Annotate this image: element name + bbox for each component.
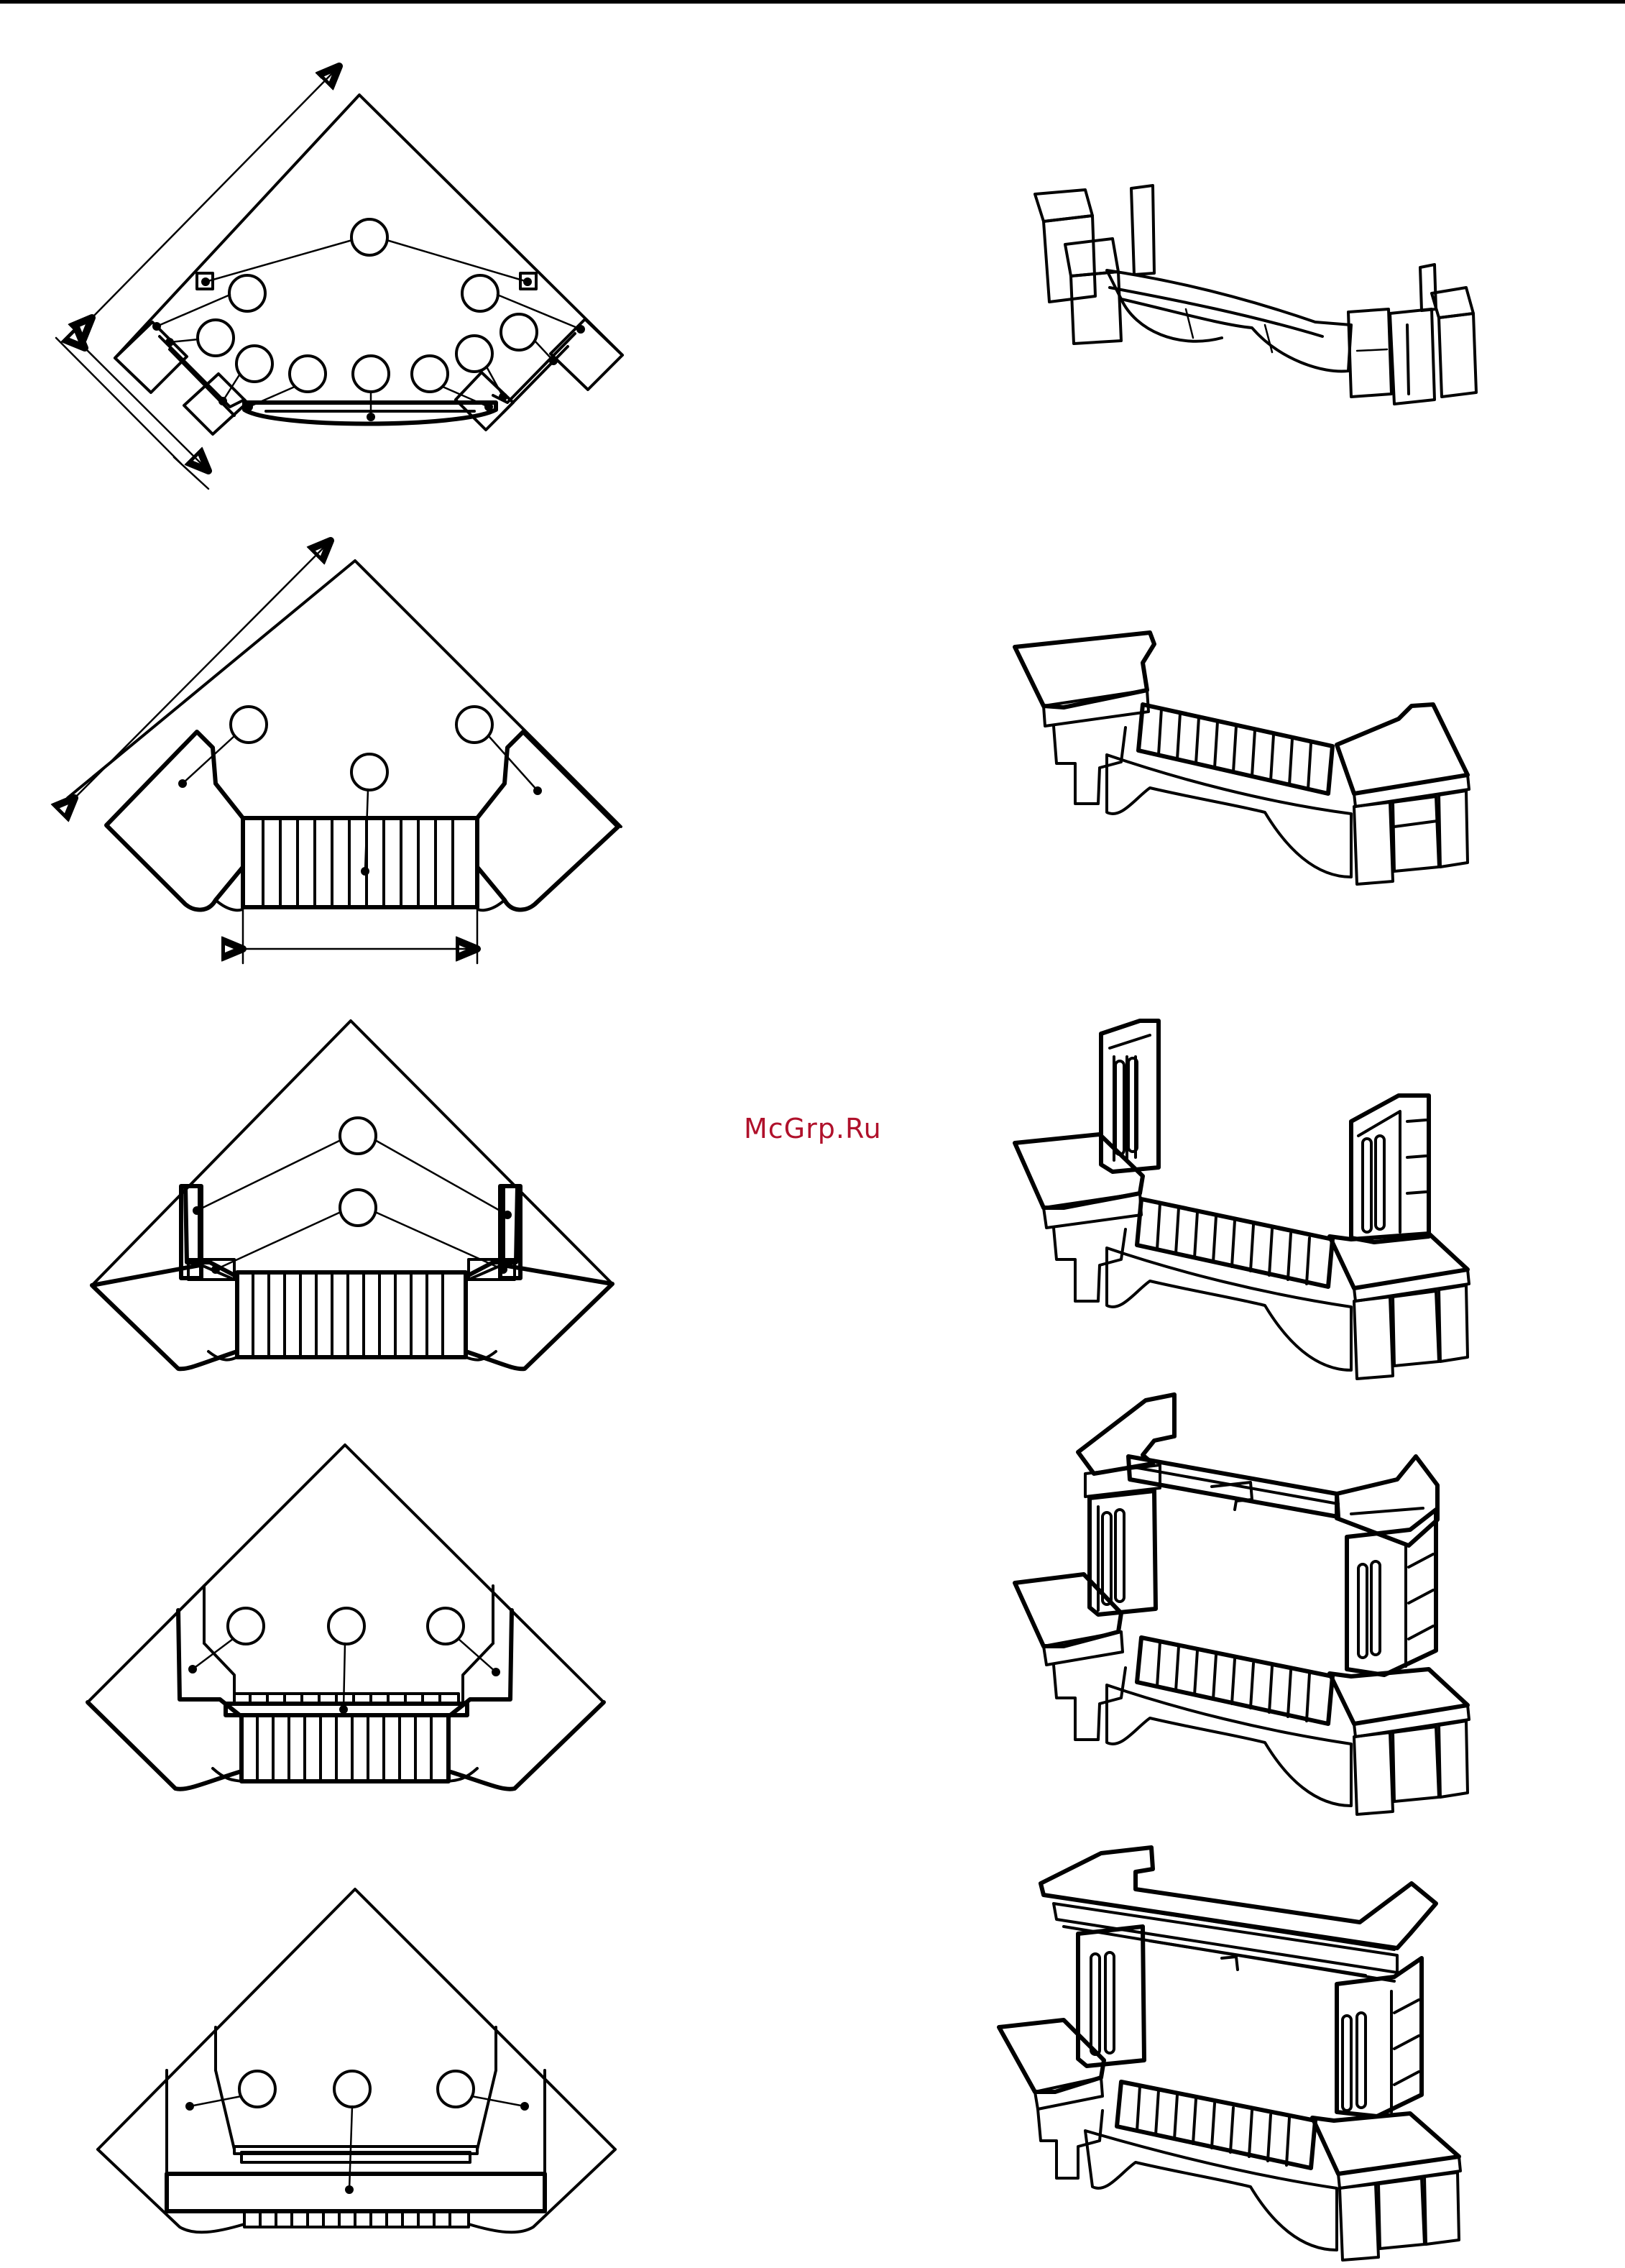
plan-step-4 xyxy=(88,1445,604,1789)
plan-step-1 xyxy=(56,66,622,489)
plan-step-3 xyxy=(92,1021,612,1369)
iso-step-3 xyxy=(1015,1021,1469,1379)
iso-step-1 xyxy=(1035,185,1476,404)
iso-step-2 xyxy=(1015,633,1469,884)
iso-step-5 xyxy=(999,1847,1460,2260)
plan-step-5 xyxy=(98,1889,615,2232)
watermark-text: McGrp.Ru xyxy=(744,1113,882,1144)
plan-step-2 xyxy=(68,541,621,963)
iso-step-4 xyxy=(1015,1395,1469,1814)
